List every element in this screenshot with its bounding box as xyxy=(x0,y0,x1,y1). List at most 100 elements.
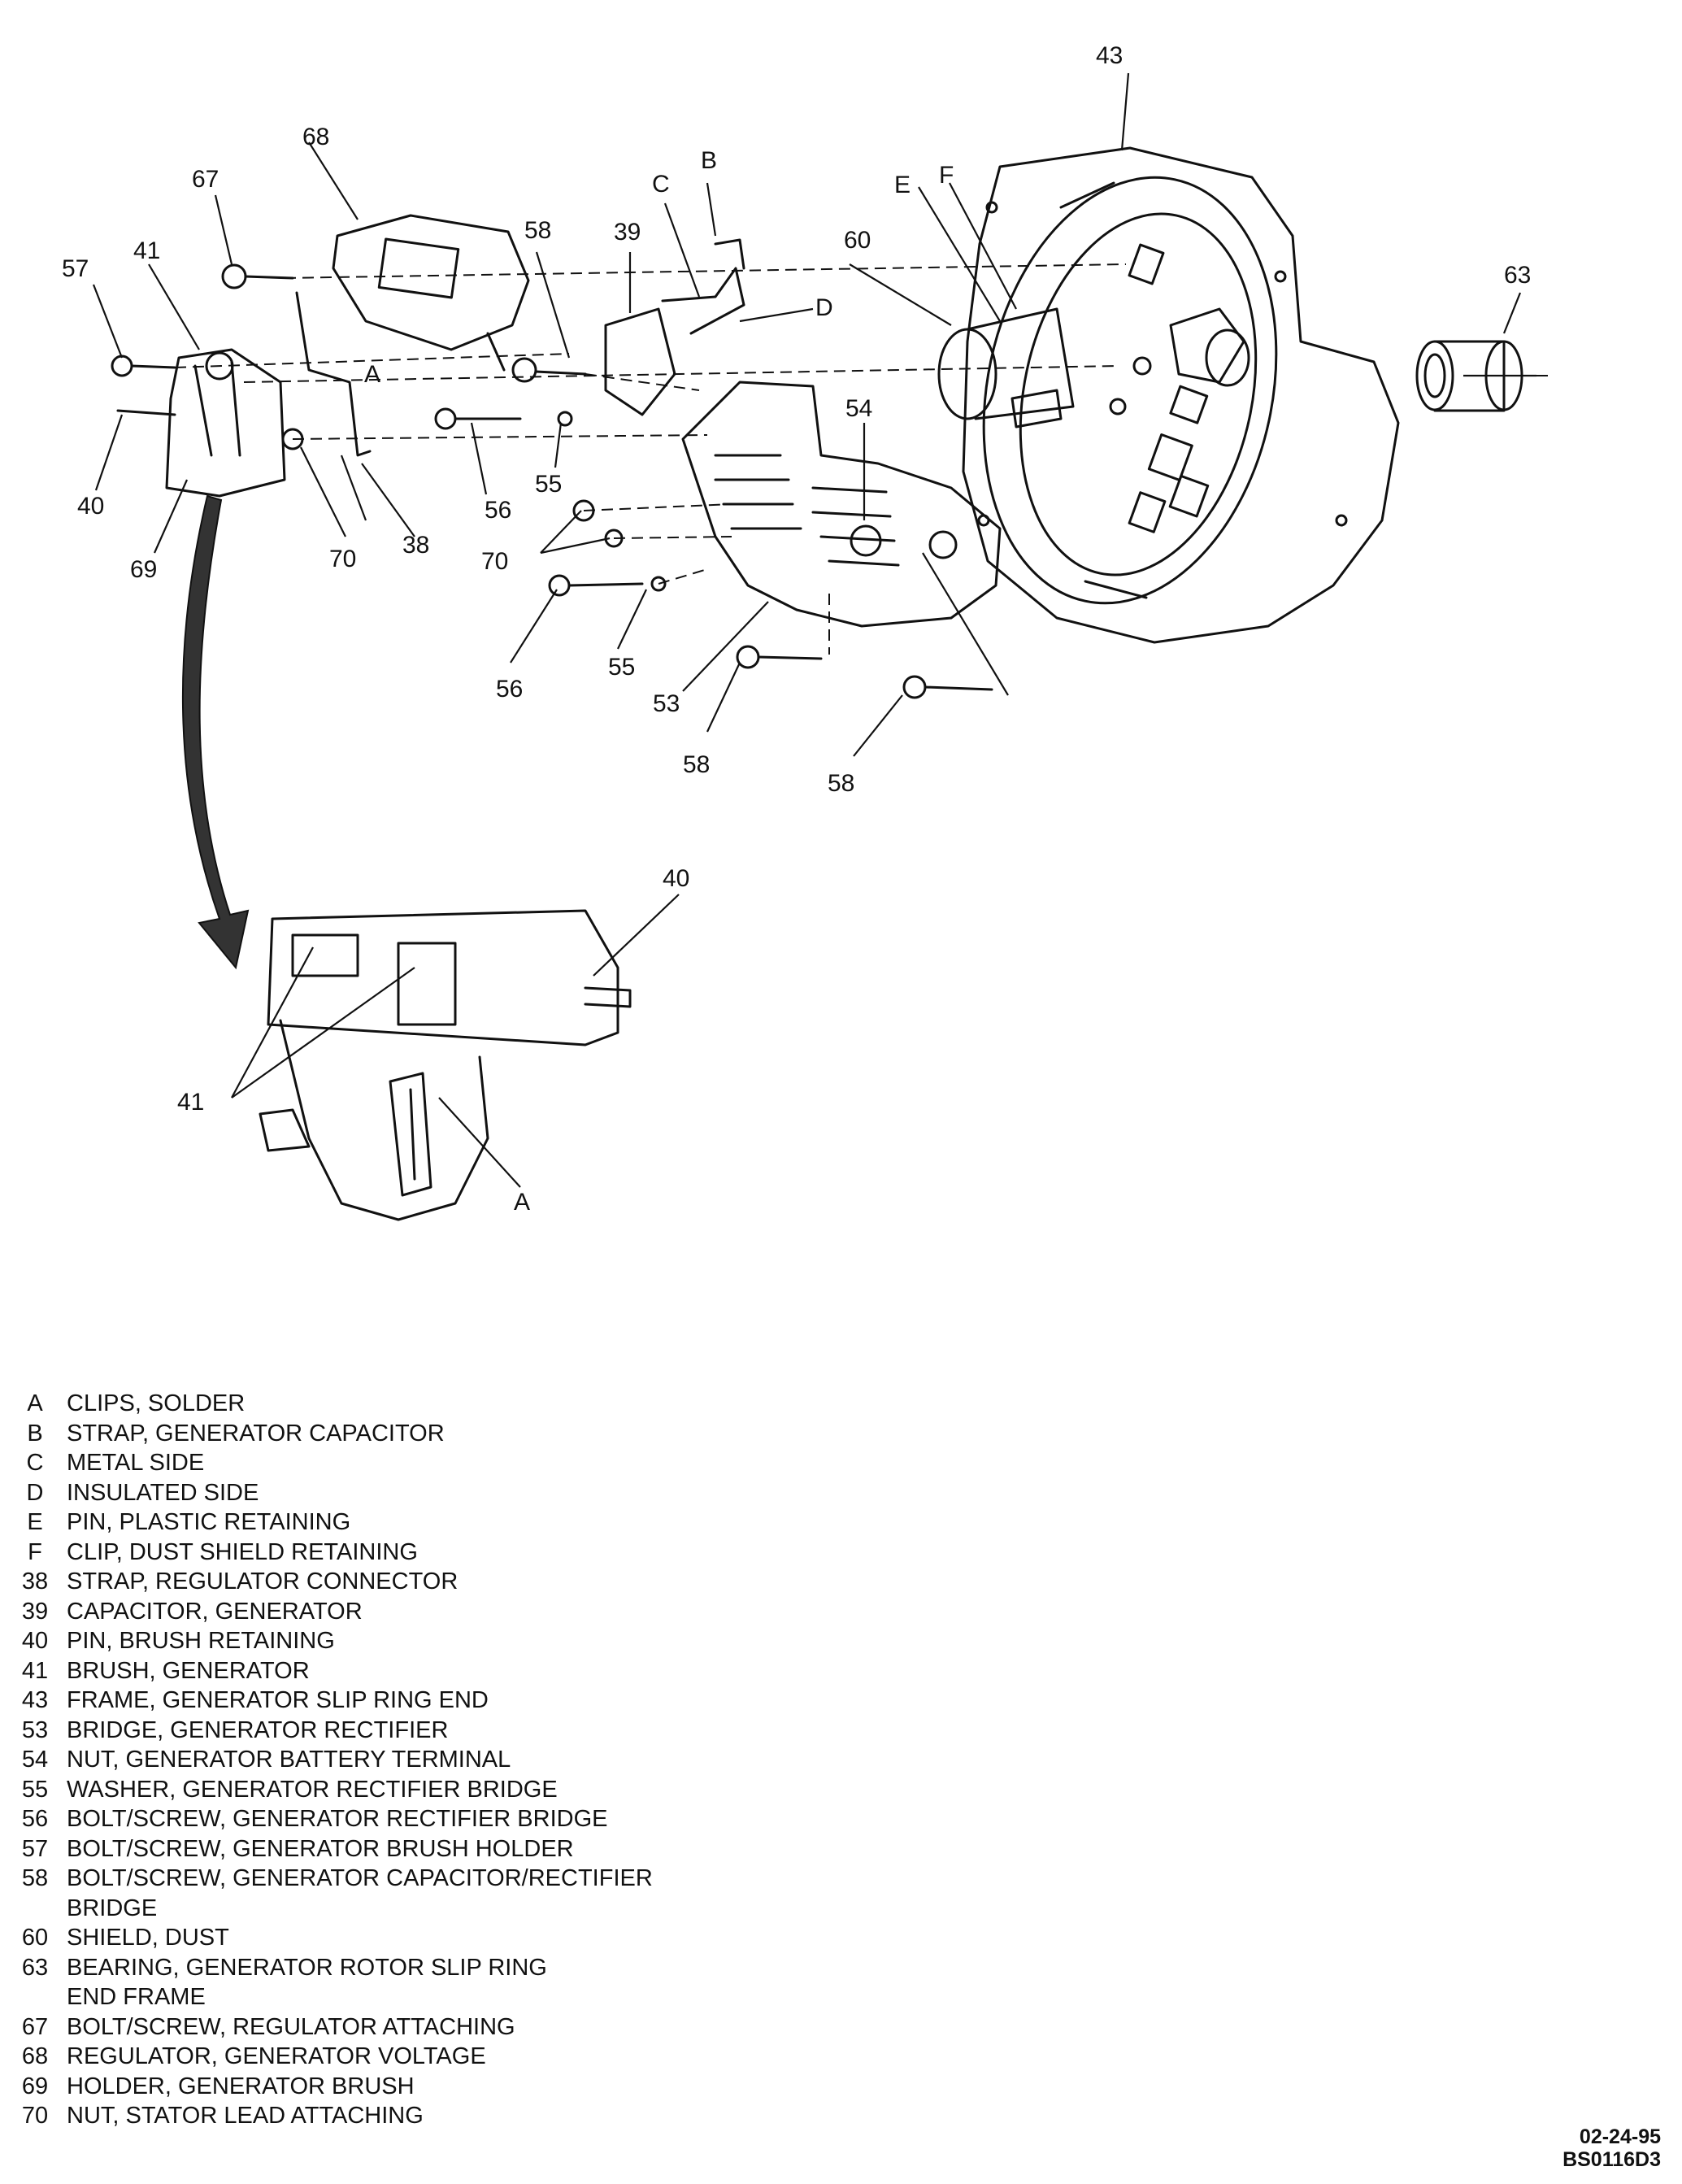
legend-description: BOLT/SCREW, GENERATOR BRUSH HOLDER xyxy=(67,1835,574,1862)
legend-description: BOLT/SCREW, REGULATOR ATTACHING xyxy=(67,2013,515,2040)
legend-key: 41 xyxy=(21,1657,49,1684)
callout-57: 57 xyxy=(62,255,89,282)
legend-description: CAPACITOR, GENERATOR xyxy=(67,1598,363,1625)
callout-58-top: 58 xyxy=(524,217,551,244)
legend-key: 56 xyxy=(21,1806,49,1832)
legend-description: BEARING, GENERATOR ROTOR SLIP RING xyxy=(67,1954,547,1981)
legend-description-continued: BRIDGE xyxy=(67,1895,158,1921)
alignment-lines xyxy=(174,263,1553,655)
legend-description: CLIP, DUST SHIELD RETAINING xyxy=(67,1538,418,1565)
legend-key: 69 xyxy=(21,2073,49,2099)
legend-description: INSULATED SIDE xyxy=(67,1479,259,1506)
callout-58-mid: 58 xyxy=(683,751,710,778)
callout-40-top: 40 xyxy=(77,493,104,520)
callout-67: 67 xyxy=(192,166,219,193)
legend-key: 60 xyxy=(21,1925,49,1951)
legend-description: WASHER, GENERATOR RECTIFIER BRIDGE xyxy=(67,1776,558,1803)
legend-key: 54 xyxy=(21,1747,49,1773)
legend-description: STRAP, GENERATOR CAPACITOR xyxy=(67,1420,445,1447)
callout-a-detail: A xyxy=(514,1189,530,1216)
regulator-connector-strap xyxy=(295,291,372,457)
legend-description: CLIPS, SOLDER xyxy=(67,1390,246,1416)
brush-holder-detail xyxy=(259,909,632,1221)
legend-description: REGULATOR, GENERATOR VOLTAGE xyxy=(67,2043,486,2069)
legend-description: PIN, BRUSH RETAINING xyxy=(67,1628,335,1654)
legend-item: 53 BRIDGE, GENERATOR RECTIFIER xyxy=(15,1716,909,1746)
callout-70-left: 70 xyxy=(329,546,356,572)
legend-key: D xyxy=(26,1479,44,1506)
legend-item: F CLIP, DUST SHIELD RETAINING xyxy=(15,1538,909,1568)
figure-code: 02-24-95 BS0116D3 xyxy=(1562,2125,1661,2171)
legend-description: METAL SIDE xyxy=(67,1450,205,1476)
legend-key: 57 xyxy=(21,1835,49,1862)
callout-53: 53 xyxy=(653,690,680,717)
legend-description: STRAP, REGULATOR CONNECTOR xyxy=(67,1568,459,1594)
callout-55-bottom: 55 xyxy=(608,654,635,681)
callout-38: 38 xyxy=(402,532,429,559)
legend-item: A CLIPS, SOLDER xyxy=(15,1389,909,1419)
callout-54: 54 xyxy=(845,395,872,422)
legend-key: 67 xyxy=(21,2013,49,2040)
callout-40-detail: 40 xyxy=(663,865,689,892)
generator-capacitor xyxy=(604,238,745,416)
legend-item: 60 SHIELD, DUST xyxy=(15,1923,909,1953)
callout-69: 69 xyxy=(130,556,157,583)
slip-ring-end-frame xyxy=(962,146,1400,644)
legend-description: FRAME, GENERATOR SLIP RING END xyxy=(67,1687,489,1713)
legend-item: 38 STRAP, REGULATOR CONNECTOR xyxy=(15,1567,909,1597)
legend-description: SHIELD, DUST xyxy=(67,1925,229,1951)
legend-description: BRIDGE, GENERATOR RECTIFIER xyxy=(67,1716,449,1743)
legend-item: 41 BRUSH, GENERATOR xyxy=(15,1656,909,1686)
callout-e: E xyxy=(894,172,911,198)
detail-arrow xyxy=(181,494,250,970)
voltage-regulator xyxy=(332,214,530,372)
callout-b: B xyxy=(701,147,717,174)
legend-item: 67 BOLT/SCREW, REGULATOR ATTACHING xyxy=(15,2012,909,2043)
parts-legend: A CLIPS, SOLDER B STRAP, GENERATOR CAPACITO… xyxy=(15,1389,909,2131)
callout-56-top: 56 xyxy=(485,497,511,524)
callout-f: F xyxy=(939,162,954,189)
legend-item: 63 BEARING, GENERATOR ROTOR SLIP RING xyxy=(15,1953,909,1983)
leader-lines xyxy=(92,72,1536,1188)
callout-a-top: A xyxy=(364,361,380,388)
legend-key: 63 xyxy=(21,1954,49,1981)
legend-description: BRUSH, GENERATOR xyxy=(67,1657,310,1684)
fasteners xyxy=(111,263,993,699)
figure-date: 02-24-95 xyxy=(1579,2125,1661,2148)
callout-41-detail: 41 xyxy=(177,1089,204,1116)
callout-55-top: 55 xyxy=(535,471,562,498)
legend-key: 38 xyxy=(21,1568,49,1594)
callout-labels: 43 68 67 57 41 58 39 C B D 60 E F 63 A 4… xyxy=(62,42,1531,1216)
callout-58-right: 58 xyxy=(828,770,854,797)
legend-key: 53 xyxy=(21,1716,49,1743)
callout-70-mid: 70 xyxy=(481,548,508,575)
legend-key: E xyxy=(27,1509,43,1535)
legend-item: 43 FRAME, GENERATOR SLIP RING END xyxy=(15,1686,909,1716)
callout-d: D xyxy=(815,294,833,321)
legend-item: D INSULATED SIDE xyxy=(15,1478,909,1508)
callout-41: 41 xyxy=(133,237,160,264)
legend-key: 43 xyxy=(21,1687,49,1713)
legend-item: 57 BOLT/SCREW, GENERATOR BRUSH HOLDER xyxy=(15,1834,909,1864)
legend-key: B xyxy=(27,1420,43,1447)
callout-60: 60 xyxy=(844,227,871,254)
legend-key: 70 xyxy=(21,2103,49,2129)
brush-holder xyxy=(165,348,286,498)
legend-key: F xyxy=(28,1538,42,1565)
callout-63: 63 xyxy=(1504,262,1531,289)
exploded-view-diagram: 43 68 67 57 41 58 39 C B D 60 E F 63 A 4… xyxy=(62,42,1553,1221)
figure-id: BS0116D3 xyxy=(1562,2148,1661,2171)
rectifier-bridge xyxy=(681,381,1002,628)
legend-item: B STRAP, GENERATOR CAPACITOR xyxy=(15,1419,909,1449)
legend-description: BOLT/SCREW, GENERATOR CAPACITOR/RECTIFIE… xyxy=(67,1865,653,1891)
legend-key: A xyxy=(27,1390,43,1416)
